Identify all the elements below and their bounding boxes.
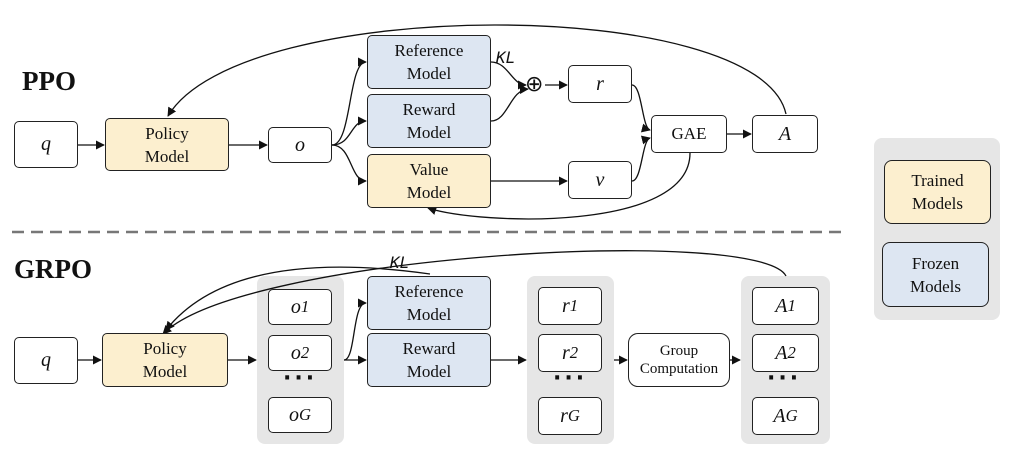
- ppo-gae-box: GAE: [651, 115, 727, 153]
- grpo-kl-label: KL: [390, 253, 410, 272]
- grpo-reward-model: Reward Model: [367, 333, 491, 387]
- legend-trained-models: Trained Models: [884, 160, 991, 224]
- ppo-oplus-symbol: ⊕: [525, 72, 544, 97]
- grpo-outputs-ellipsis: ···: [283, 366, 318, 391]
- arrow-r-gae: [631, 84, 651, 133]
- advantage-subscript: 1: [787, 296, 796, 315]
- grpo-policy-model: Policy Model: [102, 333, 228, 387]
- output-symbol: o: [290, 295, 301, 318]
- ppo-r-box: r: [568, 65, 632, 103]
- grpo-reference-model: Reference Model: [367, 276, 491, 330]
- reward-subscript: 2: [569, 343, 579, 362]
- arrow-outputs-reference: [343, 298, 367, 361]
- arrow-o-reward: [331, 116, 367, 146]
- ppo-a-box: A: [752, 115, 818, 153]
- grpo-group-computation-box: Group Computation: [628, 333, 730, 387]
- advantage-symbol: A: [773, 404, 786, 427]
- output-subscript: 1: [300, 297, 310, 316]
- ppo-q-box: q: [14, 121, 78, 168]
- arrow-a-policy: [167, 24, 787, 117]
- legend-frozen-models: Frozen Models: [882, 242, 989, 307]
- arrow-v-gae: [631, 135, 651, 182]
- grpo-q-label: q: [41, 349, 51, 371]
- ppo-kl-label: KL: [496, 48, 516, 67]
- output-symbol: o: [288, 403, 299, 426]
- ppo-policy-model: Policy Model: [105, 118, 229, 171]
- reward-subscript: 1: [569, 296, 579, 315]
- output-subscript: G: [298, 405, 312, 424]
- advantage-subscript: G: [785, 406, 798, 425]
- ppo-title: PPO: [22, 66, 76, 96]
- grpo-title: GRPO: [14, 254, 92, 284]
- grpo-advantages-ellipsis: ···: [767, 366, 802, 391]
- advantage-symbol: A: [775, 341, 788, 364]
- ppo-reference-model: Reference Model: [367, 35, 491, 89]
- arrow-reference-oplus: [490, 61, 527, 90]
- reward-symbol: r: [561, 294, 570, 317]
- ppo-v-box: v: [568, 161, 632, 199]
- grpo-q-box: q: [14, 337, 78, 384]
- grpo-rewards-ellipsis: ···: [553, 366, 588, 391]
- arrow-o-value: [331, 144, 367, 186]
- arrow-advantages-policy: [162, 250, 787, 335]
- output-symbol: o: [290, 341, 301, 364]
- arrow-reward-oplus: [490, 84, 529, 122]
- arrow-reference-policy-kl: [165, 266, 431, 331]
- arrow-gae-value: [427, 152, 691, 220]
- advantage-subscript: 2: [787, 343, 796, 362]
- reward-symbol: r: [561, 341, 570, 364]
- ppo-o-box: o: [268, 127, 332, 163]
- ppo-value-model: Value Model: [367, 154, 491, 208]
- arrow-o-reference: [331, 57, 367, 146]
- reward-symbol: r: [560, 404, 568, 427]
- output-subscript: 2: [300, 343, 310, 362]
- ppo-reward-model: Reward Model: [367, 94, 491, 148]
- advantage-symbol: A: [775, 294, 788, 317]
- reward-subscript: G: [567, 406, 580, 425]
